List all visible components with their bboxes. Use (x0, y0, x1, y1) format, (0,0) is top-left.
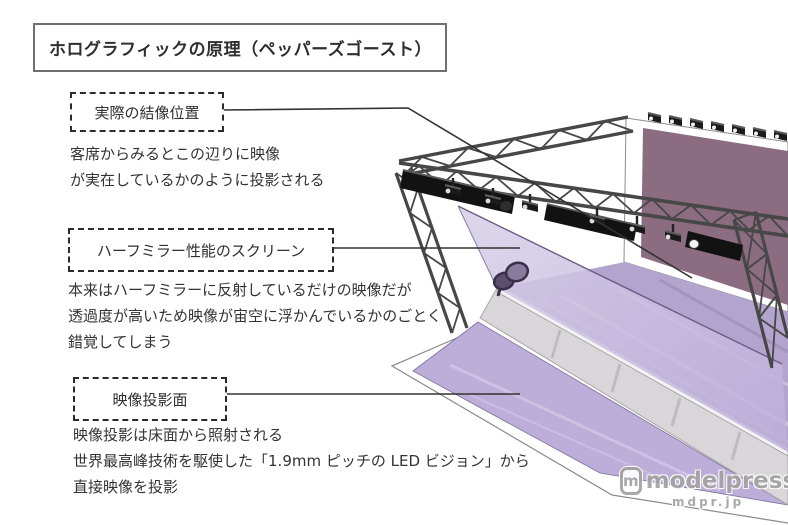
logo-letter: m (623, 471, 639, 490)
wall-light-icon (668, 115, 683, 126)
description-line: 錯覚してしまう (68, 333, 173, 351)
description-line: 本来はハーフミラーに反射しているだけの映像だが (68, 281, 412, 299)
label-half-mirror-screen: ハーフミラー性能のスクリーン (68, 228, 334, 272)
stage-front-light-icon (492, 261, 530, 297)
description-line: が実在しているかのように投影される (70, 171, 325, 189)
modelpress-logo-icon: m (620, 467, 642, 495)
label-text: ハーフミラー性能のスクリーン (96, 241, 306, 260)
connector-line-imaging-position (221, 107, 693, 279)
spotlight-icon (444, 178, 462, 196)
wall-light-icon (689, 118, 704, 129)
spotlight-icon (521, 194, 539, 212)
description-line: 透過度が高いため映像が宙空に浮かんでいるかのごとく (68, 307, 442, 325)
watermark-name: modelpress (645, 468, 788, 494)
page-title: ホログラフィックの原理（ペッパーズゴースト） (33, 23, 447, 72)
description-line: 直接映像を投影 (73, 478, 179, 496)
description-line: 客席からみるとこの辺りに映像 (70, 145, 281, 163)
label-projection-floor: 映像投影面 (73, 377, 227, 421)
spotlight-icon (628, 216, 646, 234)
watermark-url: mdpr.jp (672, 495, 745, 509)
description-half-mirror-screen: 本来はハーフミラーに反射しているだけの映像だが 透過度が高いため映像が宙空に浮か… (68, 277, 442, 355)
connector-lines (221, 107, 693, 395)
ground-plane (390, 330, 788, 524)
wall-light-icon (710, 121, 725, 132)
title-text: ホログラフィックの原理（ペッパーズゴースト） (49, 40, 432, 60)
description-imaging-position: 客席からみるとこの辺りに映像 が実在しているかのように投影される (70, 141, 325, 193)
wash-light-icon (685, 231, 743, 261)
label-imaging-position: 実際の結像位置 (70, 92, 224, 132)
led-floor-panel (412, 321, 788, 506)
description-projection-floor: 映像投影は床面から照射される 世界最高峰技術を駆使した「1.9mm ピッチの L… (73, 422, 530, 500)
label-text: 映像投影面 (112, 390, 188, 409)
wall-light-icon (752, 127, 767, 138)
spotlight-icon (664, 224, 682, 242)
wall-light-icon (647, 112, 662, 123)
wall-light-icon (731, 124, 746, 135)
wall-light-icon (773, 130, 788, 141)
half-mirror-screen (457, 205, 788, 452)
label-text: 実際の結像位置 (94, 103, 200, 122)
description-line: 映像投影は床面から照射される (73, 426, 284, 444)
spotlight-icon (484, 188, 502, 206)
wall-top-lights (647, 112, 788, 141)
watermark: m modelpress mdpr.jp (620, 467, 788, 509)
description-line: 世界最高峰技術を駆使した「1.9mm ピッチの LED ビジョン」から (73, 452, 530, 470)
